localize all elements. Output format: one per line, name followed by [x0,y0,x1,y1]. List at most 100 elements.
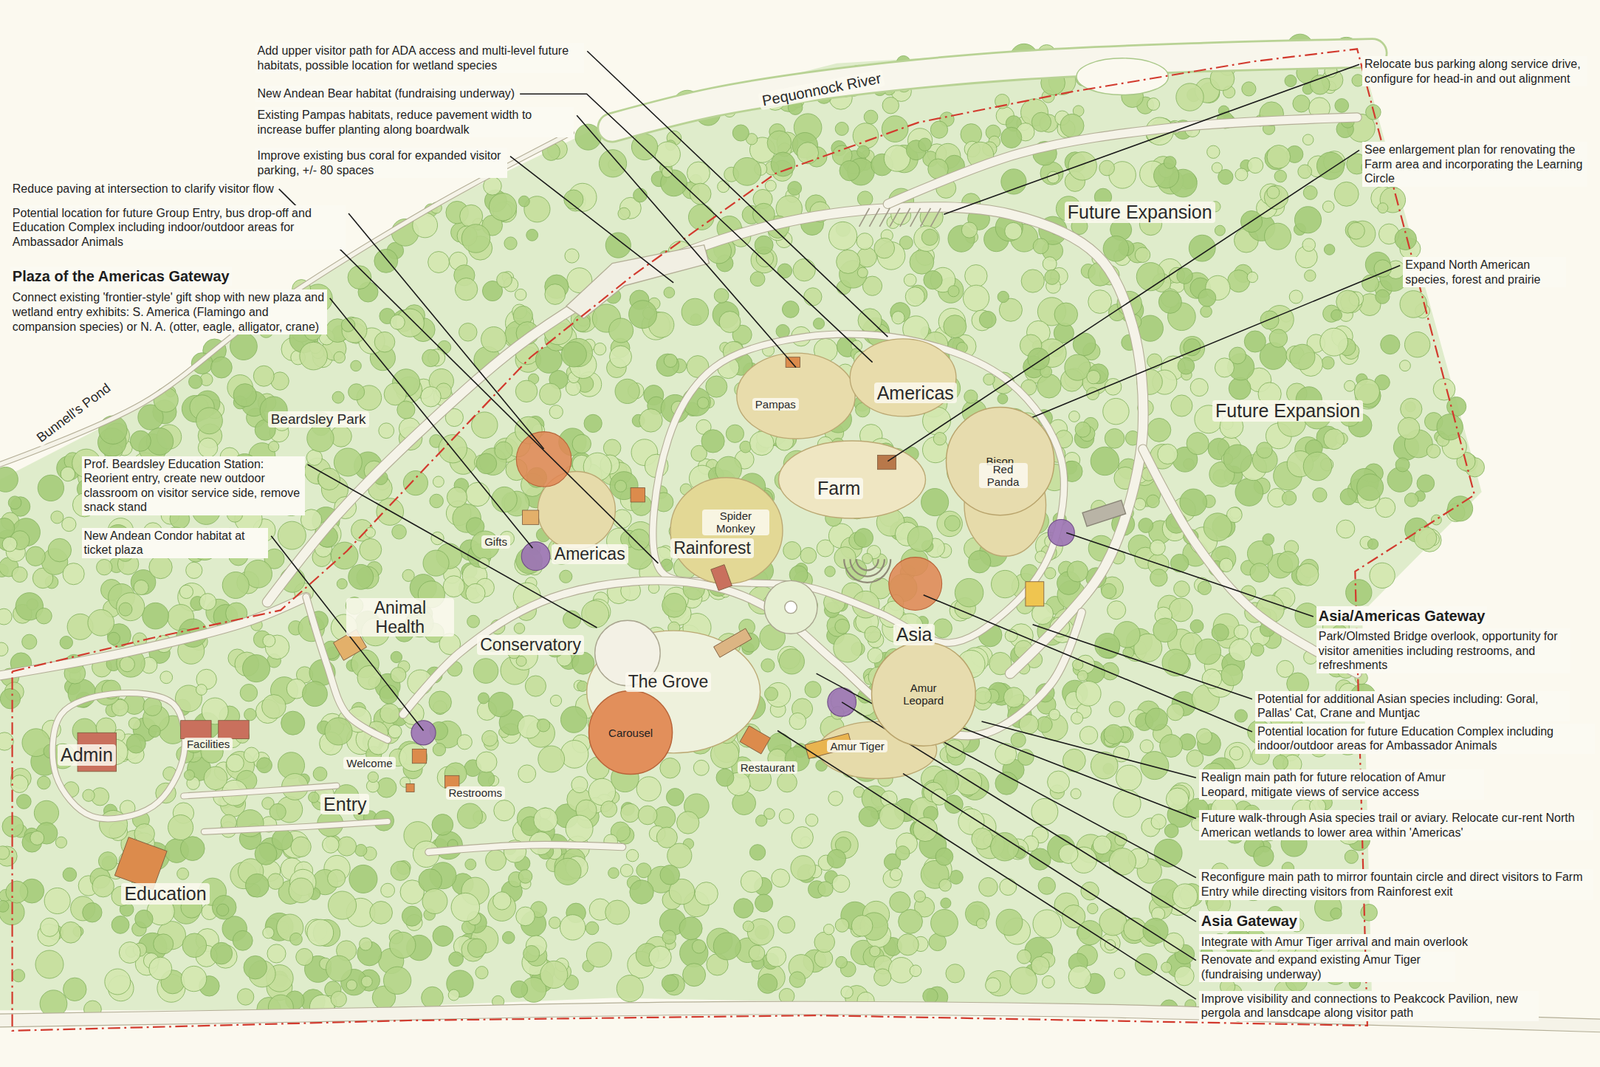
tree [1336,290,1360,314]
tree [1284,75,1297,88]
tree [11,567,28,583]
tree [349,864,378,893]
tree [705,375,728,398]
tree [1140,751,1169,780]
tree [1211,623,1229,641]
tree [5,880,29,903]
tree [609,345,633,368]
tree [1068,152,1097,181]
tree [629,300,658,329]
tree [749,844,765,861]
tree [1138,518,1154,534]
tree [1247,157,1264,173]
tree [1289,290,1303,304]
tree [897,934,919,956]
tree [1264,185,1288,209]
tree [891,311,905,325]
tree [1228,377,1251,400]
tree [835,918,849,932]
tree [1334,181,1359,206]
tree [605,232,631,258]
tree [22,634,37,650]
tree [1416,474,1435,493]
tree [333,351,346,364]
tree [129,430,151,452]
tree [348,383,365,401]
tree [1322,200,1335,213]
tree [1060,113,1084,138]
tree [401,905,422,926]
tree [663,354,678,368]
tree [939,879,951,892]
tree [376,777,397,798]
tree [465,858,477,870]
tree [781,301,799,319]
tree [1101,583,1117,599]
tree [1136,262,1165,291]
tree [0,688,20,709]
tree [1404,493,1419,508]
tree [991,570,1019,598]
tree [63,977,87,1001]
tree [852,123,879,150]
tree [307,919,334,946]
tree [1380,334,1400,354]
tree [271,829,293,850]
tree [577,680,588,692]
tree [1219,558,1234,573]
tree [459,204,483,228]
tree [1250,563,1270,583]
tree [1174,965,1194,985]
tree [1087,902,1098,914]
tree [467,938,486,957]
tree [1168,598,1193,622]
tree [243,955,268,980]
tree [1113,790,1141,818]
tree [636,863,652,878]
tree [615,479,627,492]
tree [237,988,254,1005]
tree [1159,734,1183,758]
tree [1147,417,1172,442]
tree [299,341,328,370]
tree [179,584,193,599]
tree [443,575,465,598]
tree [0,608,12,625]
tree [636,776,661,802]
tree [62,563,85,585]
tree [1244,330,1266,353]
tree [1303,186,1318,201]
tree [253,365,274,387]
tree [1161,962,1172,973]
tree [378,423,395,439]
tree [740,870,763,893]
tree [40,917,60,937]
tree [1108,848,1136,875]
tree [197,437,218,458]
tree [1147,353,1163,369]
tree [1334,98,1349,113]
tree [682,963,706,987]
tree [867,647,884,664]
tree [581,600,610,628]
tree [1164,823,1179,839]
tree [1369,562,1395,588]
tree [1017,749,1034,766]
tree [1069,411,1081,423]
tree [189,375,203,389]
tree [863,110,878,125]
tree [914,890,926,902]
tree [1241,81,1256,96]
tree [25,546,46,566]
tree [1344,849,1358,864]
tree [1234,709,1248,723]
tree [857,267,868,278]
tree [824,566,836,577]
tree [513,623,525,634]
tree [418,869,443,893]
tree [943,315,967,339]
tree [1134,247,1150,263]
tree [694,882,718,906]
tree [119,656,135,672]
